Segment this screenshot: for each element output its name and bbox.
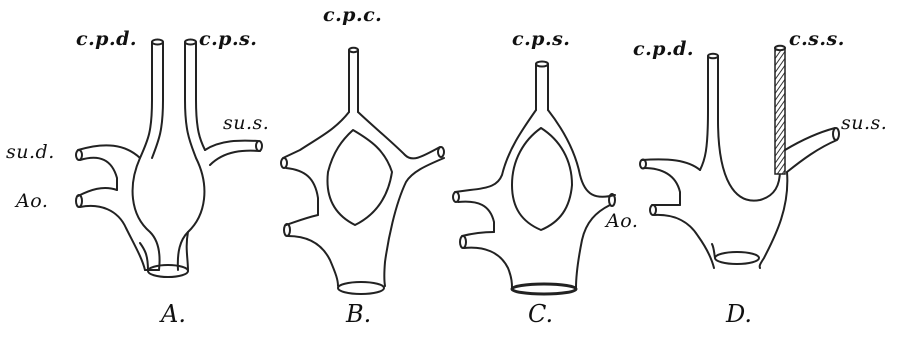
panel-c-loop <box>511 127 573 231</box>
panel-b-drawing <box>280 46 445 295</box>
panel-d-drawing <box>639 44 840 269</box>
panel-a-right-subclavian <box>204 139 259 151</box>
panel-a-right-carotid <box>176 41 206 271</box>
caption-c: C. <box>528 300 554 328</box>
caption-b: B. <box>346 300 372 328</box>
label-d-sus: su.s. <box>841 112 888 134</box>
panel-a-drawing <box>75 38 263 278</box>
label-c-cps: c.p.s. <box>512 28 571 50</box>
label-a-ao: Ao. <box>16 190 49 212</box>
panel-a-left-subclavian <box>77 144 141 159</box>
label-d-css: c.s.s. <box>789 28 845 50</box>
label-d-ao: Ao. <box>606 210 639 232</box>
label-a-sud: su.d. <box>6 141 55 163</box>
panel-d-base-opening <box>714 251 760 265</box>
label-d-cpd: c.p.d. <box>633 38 694 60</box>
panel-c-base-opening <box>510 282 578 296</box>
panel-a-aortic-branch <box>77 186 118 197</box>
panel-b-base-opening <box>337 281 385 295</box>
label-a-cpd: c.p.d. <box>76 28 137 50</box>
panel-b-loop <box>326 129 393 226</box>
panel-c-drawing <box>452 60 616 296</box>
caption-d: D. <box>726 300 753 328</box>
caption-a: A. <box>161 300 186 328</box>
panel-a-left-carotid <box>131 41 161 271</box>
panel-d-hatched-carotid <box>774 47 786 175</box>
label-a-sus: su.s. <box>223 112 270 134</box>
label-a-cps: c.p.s. <box>199 28 258 50</box>
label-b-cpc: c.p.c. <box>323 4 383 26</box>
